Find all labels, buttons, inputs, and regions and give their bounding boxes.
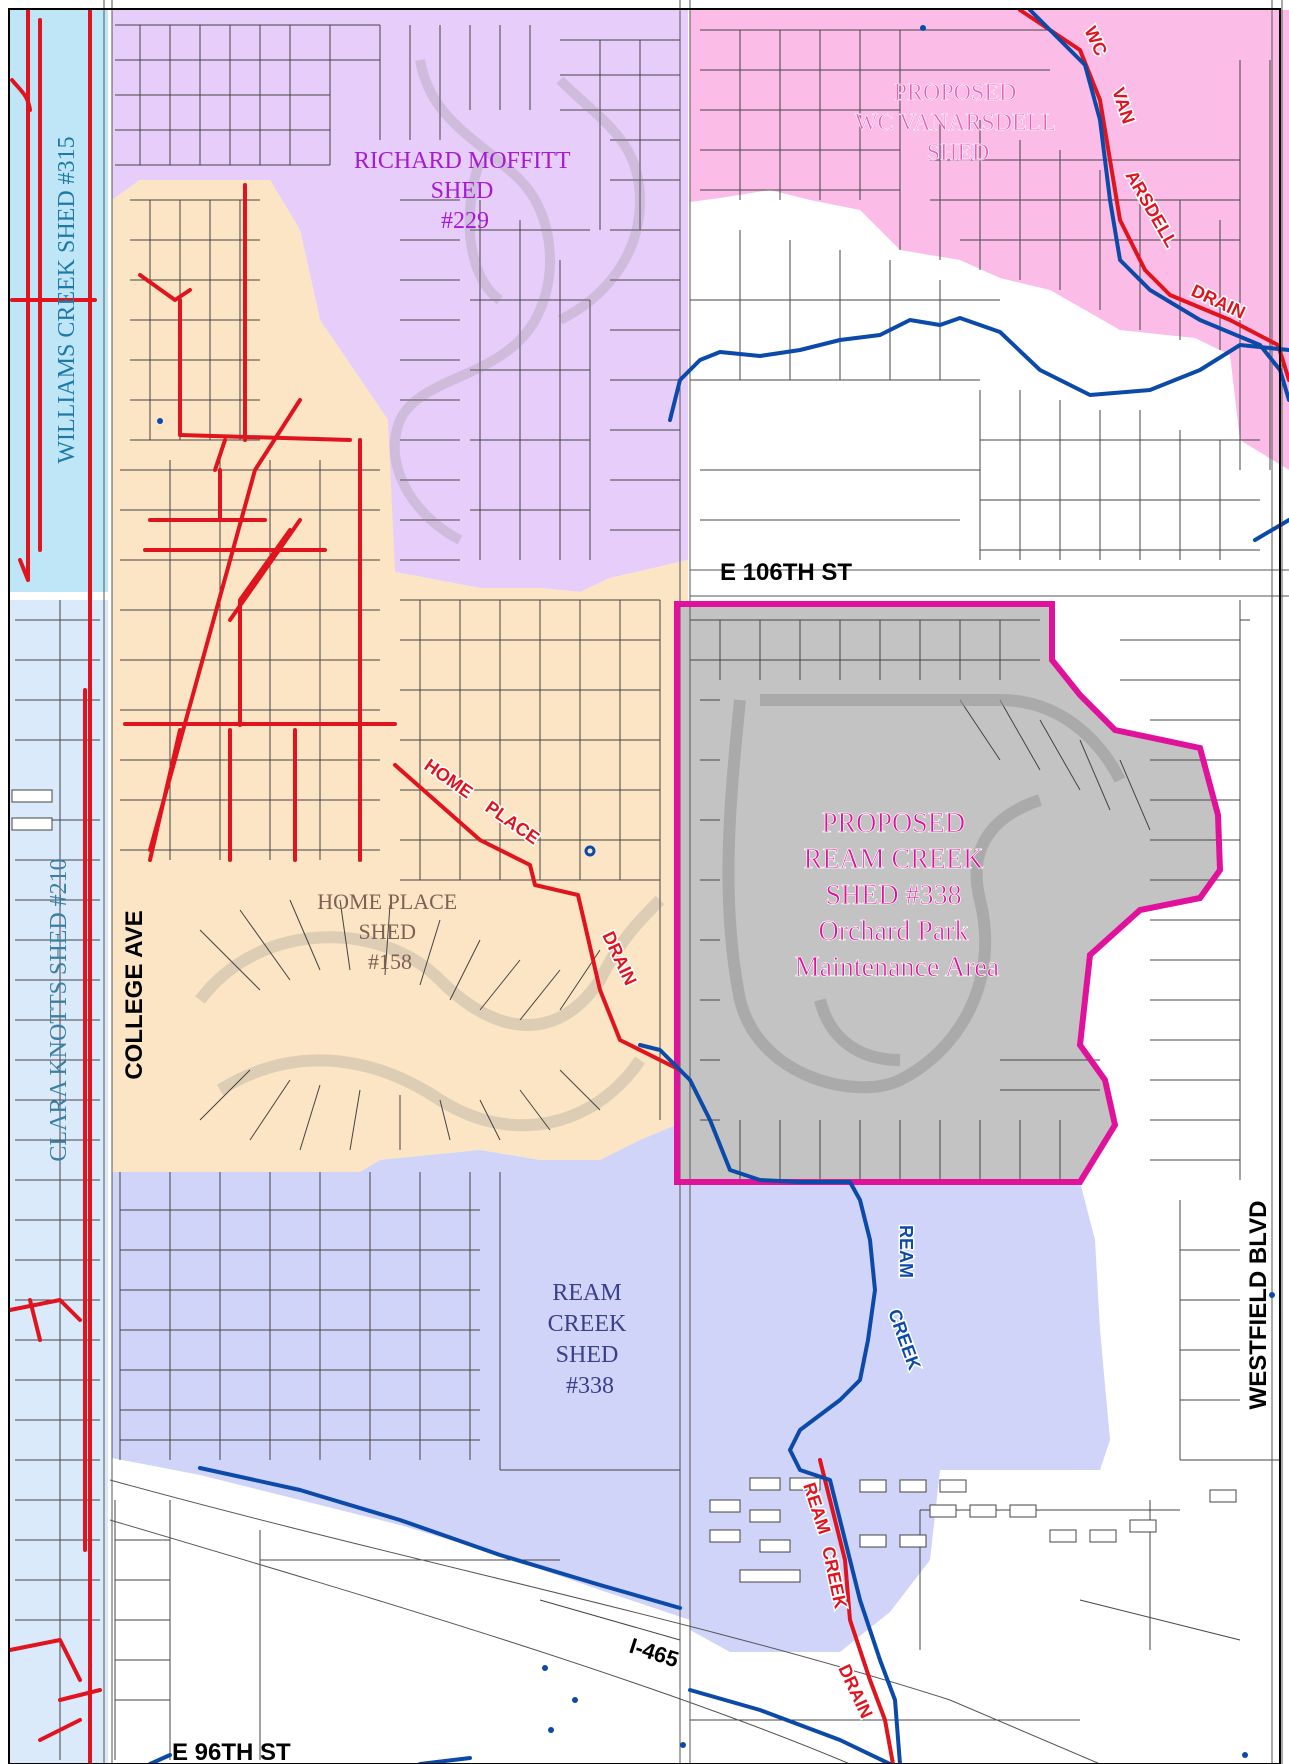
proposed-ream-creek-shed-area [677,604,1220,1182]
road-corridors [103,0,1289,1764]
north-creek [668,316,1289,422]
south-creek [688,1688,892,1764]
vanarsdell-drain [1018,8,1289,382]
e-106th-st-label: E 106TH ST [720,559,852,586]
college-ave-corridor [103,0,113,1764]
williams-creek-label: WILLIAMS CREEK SHED #315 [54,136,80,463]
home-place-shed-area [112,180,688,1172]
home-place-label: HOME PLACE SHED #158 [317,889,462,974]
clara-knotts-shed-area [10,600,108,1764]
creeks [148,8,1289,1764]
apartment-blocks [11,789,1237,1583]
e-96th-st-label: E 96TH ST [172,1739,291,1764]
proposed-ream-parcels [690,619,1151,1182]
richard-moffitt-shed-area [112,10,688,592]
home-place-drain-network [123,183,682,1072]
westfield-corridor [1271,0,1283,1764]
i465-corridor [109,1479,1101,1764]
clara-drain-network [8,688,102,1742]
westfield-blvd-label: WESTFIELD BLVD [1245,1201,1272,1410]
proposed-ream-creek-boundary [674,601,1224,1185]
ream-creek-shed-area [112,1120,1110,1652]
e106-corridor [690,569,1289,597]
east-side-parcels [1120,600,1280,1461]
ream-creek [638,1043,902,1764]
i465-creek [198,1466,682,1610]
proposed-ream-creek-label: PROPOSED REAM CREEK SHED #338 Orchard Pa… [795,808,1000,983]
moffitt-label: RICHARD MOFFITT SHED #229 [354,148,576,234]
moffitt-streets [389,59,646,545]
vanarsdell-creek [1028,8,1289,402]
williams-drain-network [10,8,97,1764]
home-place-radial-lots [199,899,601,1151]
vanarsdell-parcels [700,29,1271,470]
ream-creek-label-1: REAM [896,1225,916,1278]
college-ave-label: COLLEGE AVE [121,910,148,1079]
map-frame [8,8,1281,1764]
ream-creek-drain [818,1458,895,1764]
vanarsdell-label: PROPOSED WC VANARSDELL SHED [855,80,1061,166]
parcel-lines [11,24,1280,1764]
clara-knotts-label: CLARA KNOTTS SHED #210 [46,858,72,1161]
shed-labels: RICHARD MOFFITT SHED #229 PROPOSED WC VA… [46,80,1061,1399]
ream-creek-drain-label-3: DRAIN [834,1661,876,1721]
i-465-label: I-465 [626,1633,681,1672]
legal-drains [8,8,1289,1764]
blue-point-markers [157,25,1275,1758]
east-creek-stub [1253,518,1289,542]
watershed-areas [10,10,1289,1764]
west-parcels [15,600,100,1760]
proposed-ream-streets [722,694,1126,1094]
ream-creek-shed-label: REAM CREEK SHED #338 [548,1280,633,1399]
